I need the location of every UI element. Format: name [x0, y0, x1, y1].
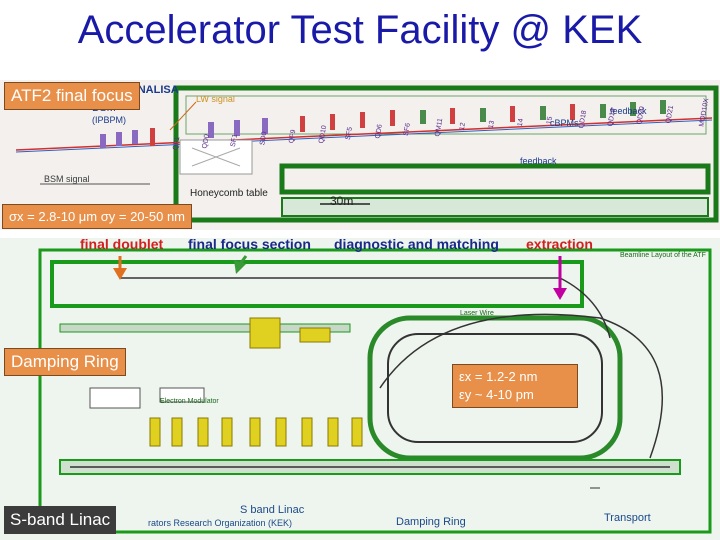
damping-ring-plan-label: Damping Ring — [396, 516, 466, 528]
sband-linac-label: S-band Linac — [4, 506, 117, 534]
final-focus-label: final focus section — [188, 236, 311, 252]
feedback-mid-label: feedback — [520, 156, 557, 166]
feedback-top-label: feedback — [610, 106, 647, 116]
transport-plan-label: Transport — [604, 512, 651, 524]
extraction-label: extraction — [526, 236, 593, 252]
atf-facility-plan: S band Linac Damping Ring Transport rato… — [0, 238, 720, 540]
lw-signal-label: LW signal — [196, 94, 235, 104]
cbpms-label: cBPMs — [550, 118, 579, 128]
emittance-box: εx = 1.2-2 nm εy ~ 4-10 pm — [452, 364, 578, 408]
electron-modulator-label: Electron Modulator — [160, 398, 219, 405]
scale-label: 30m — [330, 194, 354, 208]
beam-size-label: σx = 2.8-10 μm σy = 20-50 nm — [2, 204, 193, 229]
ipbpm-label: (IPBPM) — [92, 115, 127, 125]
damping-ring-label: Damping Ring — [4, 348, 126, 376]
final-doublet-label: final doublet — [80, 236, 164, 252]
plan-note-label: Beamline Layout of the ATF — [620, 252, 706, 259]
diagnostic-label: diagnostic and matching — [334, 236, 499, 252]
atf2-final-focus-label: ATF2 final focus — [4, 82, 140, 110]
emittance-x-label: εx = 1.2-2 nm — [459, 369, 538, 384]
page-title: Accelerator Test Facility @ KEK — [77, 8, 643, 52]
honeycomb-label: Honeycomb table — [190, 188, 268, 199]
laser-wire-label: Laser Wire — [460, 310, 494, 317]
emittance-y-label: εy ~ 4-10 pm — [459, 387, 534, 402]
organization-label: rators Research Organization (KEK) — [148, 518, 293, 528]
bsm-signal-label: BSM signal — [44, 174, 90, 184]
sband-linac-plan-label: S band Linac — [240, 504, 305, 516]
atf-plan-drawing — [0, 238, 720, 540]
